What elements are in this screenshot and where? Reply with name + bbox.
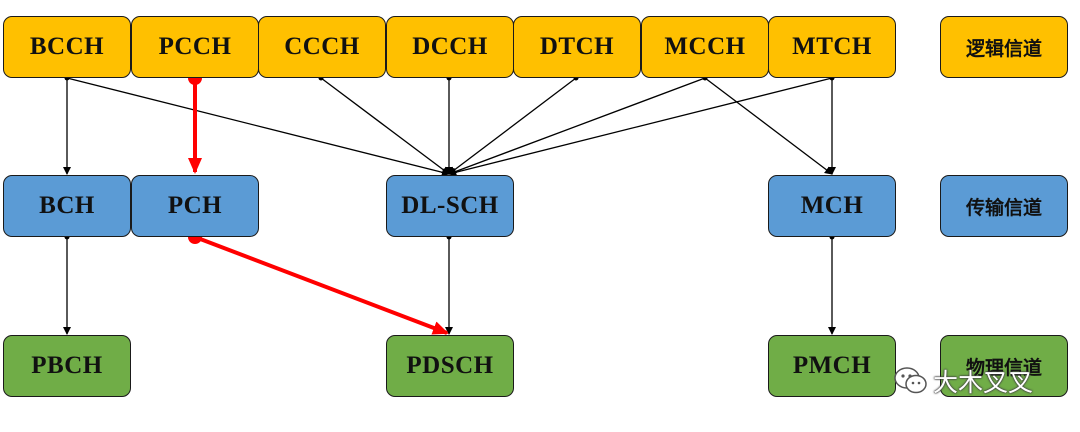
node-bch: BCH <box>3 175 131 237</box>
line-bcch-dlsch <box>66 77 450 177</box>
line-mtch-dlsch <box>448 77 833 177</box>
watermark: 大木叉叉 <box>893 363 1033 399</box>
legend-transport: 传输信道 <box>940 175 1068 237</box>
node-dcch: DCCH <box>386 16 514 78</box>
node-pcch: PCCH <box>131 16 259 78</box>
node-mtch: MTCH <box>768 16 896 78</box>
watermark-text: 大木叉叉 <box>933 368 1034 397</box>
legend-logical: 逻辑信道 <box>940 16 1068 78</box>
node-dlsch: DL-SCH <box>386 175 514 237</box>
line-ccch-dlsch <box>320 77 450 175</box>
node-pdsch: PDSCH <box>386 335 514 397</box>
node-dtch: DTCH <box>513 16 641 78</box>
line-dtch-dlsch <box>448 77 577 175</box>
legend-physical: 物理信道 <box>940 335 1068 397</box>
node-pbch: PBCH <box>3 335 131 397</box>
node-pch: PCH <box>131 175 259 237</box>
line-mcch-mch <box>704 77 833 175</box>
node-ccch: CCCH <box>258 16 386 78</box>
highlight-pch-pdsch <box>194 235 449 335</box>
node-mch: MCH <box>768 175 896 237</box>
node-mcch: MCCH <box>641 16 769 78</box>
node-bcch: BCCH <box>3 16 131 78</box>
node-pmch: PMCH <box>768 335 896 397</box>
line-mcch-dlsch <box>448 77 706 176</box>
wechat-icon <box>894 367 927 394</box>
